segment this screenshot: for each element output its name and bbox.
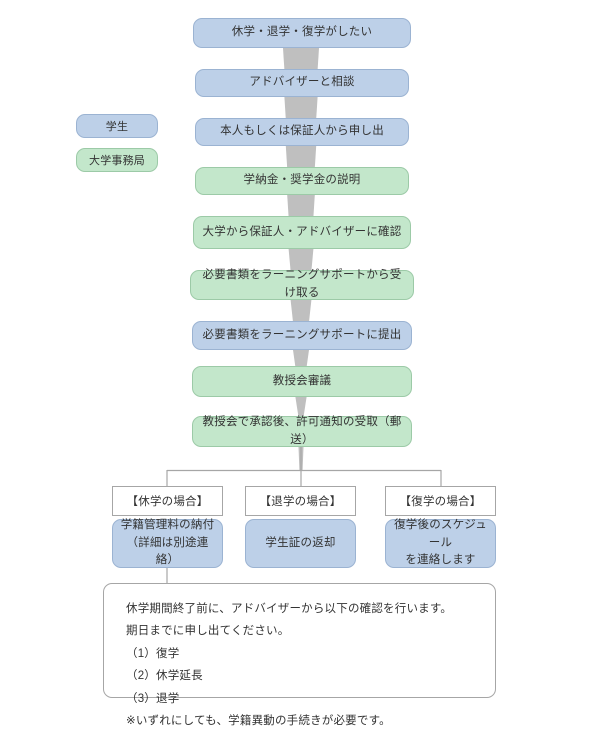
step-box-2: アドバイザーと相談 [195, 69, 409, 97]
step-label-9: 教授会で承認後、許可通知の受取（郵送） [202, 415, 402, 446]
note-line-2: 期日までに申し出てください。 [126, 625, 290, 638]
step-box-7: 必要書類をラーニングサポートに提出 [192, 321, 412, 350]
branch-action-return-line-2: を連絡します [405, 554, 476, 567]
branch-label-leave: 【休学の場合】 [112, 486, 223, 516]
step-label-8: 教授会審議 [272, 374, 332, 387]
branch-action-leave: 学籍管理料の納付 （詳細は別途連絡） [112, 519, 223, 568]
branch-label-text-return: 【復学の場合】 [399, 496, 482, 508]
branch-action-withdrawal-line-1: 学生証の返却 [265, 536, 336, 549]
branch-action-withdrawal: 学生証の返却 [245, 519, 356, 568]
legend-label-student: 学生 [105, 121, 129, 133]
step-box-6: 必要書類をラーニングサポートから受け取る [190, 269, 414, 300]
branch-action-leave-line-2: （詳細は別途連絡） [126, 536, 209, 567]
step-box-1: 休学・退学・復学がしたい [193, 18, 411, 48]
note-line-3: （1）復学 [126, 647, 180, 660]
step-label-4: 学納金・奨学金の説明 [243, 174, 361, 187]
branch-label-text-leave: 【休学の場合】 [126, 496, 209, 508]
note-box: 休学期間終了前に、アドバイザーから以下の確認を行います。 期日までに申し出てくだ… [103, 583, 496, 727]
note-line-6: ※いずれにしても、学籍異動の手続きが必要です。 [126, 715, 391, 728]
note-line-1: 休学期間終了前に、アドバイザーから以下の確認を行います。 [126, 603, 453, 615]
step-box-3: 本人もしくは保証人から申し出 [195, 118, 409, 146]
branch-label-return: 【復学の場合】 [385, 486, 496, 516]
note-line-4: （2）休学延長 [126, 670, 203, 683]
branch-action-return: 復学後のスケジュール を連絡します [385, 519, 496, 568]
step-box-5: 大学から保証人・アドバイザーに確認 [193, 216, 411, 249]
step-box-9: 教授会で承認後、許可通知の受取（郵送） [192, 416, 412, 447]
branch-action-leave-line-1: 学籍管理料の納付 [120, 518, 215, 531]
step-label-1: 休学・退学・復学がしたい [231, 26, 373, 39]
branch-label-withdrawal: 【退学の場合】 [245, 486, 356, 516]
branch-label-text-withdrawal: 【退学の場合】 [259, 496, 342, 508]
legend-item-office: 大学事務局 [76, 148, 158, 172]
step-label-3: 本人もしくは保証人から申し出 [220, 125, 384, 138]
step-label-2: アドバイザーと相談 [249, 76, 355, 89]
step-label-6: 必要書類をラーニングサポートから受け取る [202, 269, 402, 299]
branch-action-return-line-1: 復学後のスケジュール [394, 518, 487, 549]
legend-item-student: 学生 [76, 114, 158, 138]
note-line-5: （3）退学 [126, 692, 180, 705]
legend-label-office: 大学事務局 [89, 155, 145, 167]
step-box-4: 学納金・奨学金の説明 [195, 167, 409, 195]
step-label-7: 必要書類をラーニングサポートに提出 [202, 328, 402, 341]
step-box-8: 教授会審議 [192, 366, 412, 397]
step-label-5: 大学から保証人・アドバイザーに確認 [202, 225, 402, 238]
